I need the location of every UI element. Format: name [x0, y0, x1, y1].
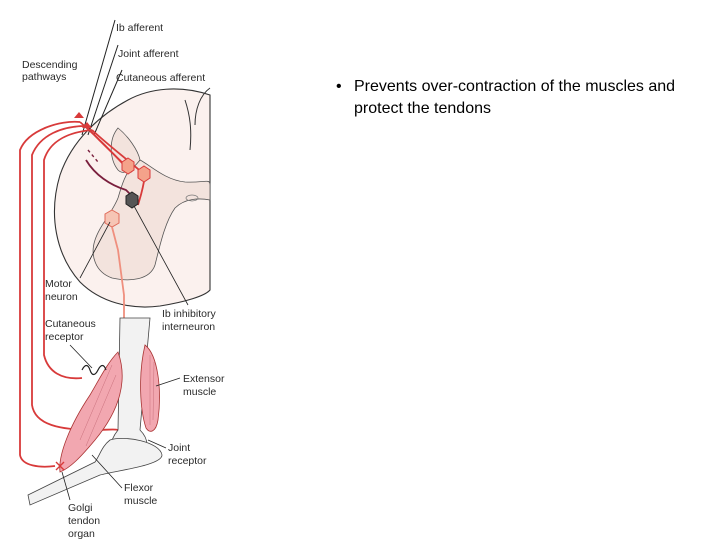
- cutaneous-afferent-fiber: [93, 69, 123, 136]
- joint-receptor-leader: [147, 439, 167, 449]
- golgi-tendon-organ-shape: [55, 461, 65, 471]
- interneuron-2: [137, 165, 151, 183]
- label-extensor-2: muscle: [183, 386, 216, 398]
- label-joint-receptor-1: Joint: [168, 442, 190, 454]
- label-joint-receptor-2: receptor: [168, 455, 207, 467]
- label-flexor-1: Flexor: [124, 482, 154, 494]
- label-motor-neuron-1: Motor: [45, 278, 72, 290]
- ib-path-dash: [87, 149, 99, 163]
- flexor-muscle-shape: [59, 351, 123, 473]
- joint-afferent-fiber: [87, 44, 119, 136]
- label-golgi-3: organ: [68, 528, 95, 540]
- extensor-leader: [155, 377, 181, 387]
- dorsal-root-left: [184, 99, 192, 151]
- red-pathways: [19, 120, 146, 468]
- descending-marker-2: [82, 122, 92, 128]
- label-cutaneous-receptor-1: Cutaneous: [45, 318, 96, 330]
- central-canal: [185, 194, 199, 202]
- label-golgi-2: tendon: [68, 515, 100, 527]
- dorsal-root-right: [194, 87, 211, 126]
- ib-inhibitory-leader: [133, 205, 189, 306]
- cutaneous-receptor-shape: [81, 364, 107, 376]
- muscle-striations: [79, 355, 155, 447]
- label-descending-pathways-2: pathways: [22, 71, 66, 83]
- label-descending-pathways-1: Descending: [22, 59, 78, 71]
- ib-path: [85, 159, 135, 199]
- golgi-leader: [61, 471, 71, 501]
- label-extensor-1: Extensor: [183, 373, 225, 385]
- label-ib-inhibitory-2: interneuron: [162, 321, 215, 333]
- label-motor-neuron-2: neuron: [45, 291, 78, 303]
- label-cutaneous-afferent: Cutaneous afferent: [116, 72, 205, 84]
- interneuron-1: [121, 157, 135, 175]
- label-ib-inhibitory-1: Ib inhibitory: [162, 308, 216, 320]
- motor-neuron-cell: [104, 209, 120, 228]
- descending-marker-1: [74, 112, 84, 118]
- label-flexor-2: muscle: [124, 495, 157, 507]
- bullet-marker: •: [336, 78, 342, 95]
- cutaneous-receptor-leader: [69, 344, 93, 369]
- label-joint-afferent: Joint afferent: [118, 48, 179, 60]
- ib-afferent-fiber: [81, 19, 116, 136]
- flexor-leader: [91, 454, 123, 489]
- tibia: [27, 437, 163, 506]
- label-cutaneous-receptor-2: receptor: [45, 331, 84, 343]
- motor-neuron-leader: [79, 221, 111, 279]
- label-ib-afferent: Ib afferent: [116, 22, 163, 34]
- bullet-text: Prevents over-contraction of the muscles…: [354, 78, 676, 117]
- reflex-circuit-diagram: Ib afferent Joint afferent Cutaneous aff…: [19, 19, 225, 540]
- ib-inhibitory-interneuron-cell: [125, 191, 139, 209]
- label-golgi-1: Golgi: [68, 502, 93, 514]
